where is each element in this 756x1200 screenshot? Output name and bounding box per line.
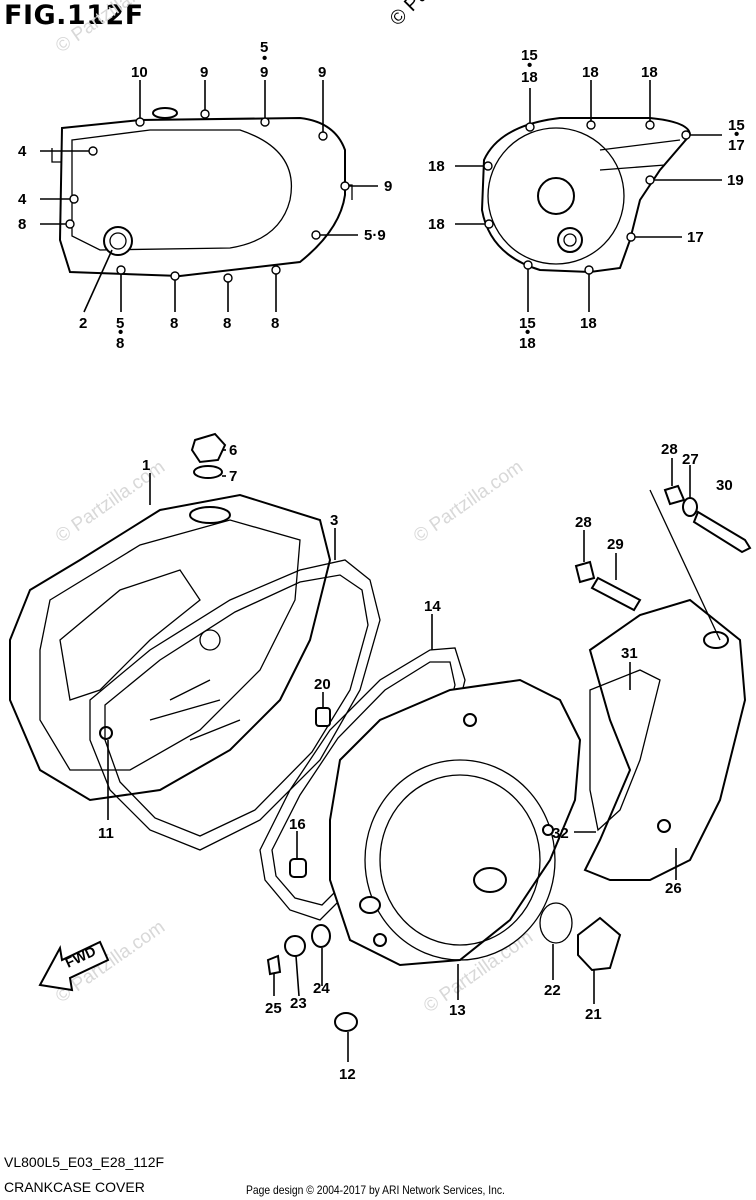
part-21-cap (577, 916, 622, 972)
part-16-dowel (289, 858, 307, 878)
left-cover-leaders (40, 80, 378, 313)
callout-27: 27 (682, 451, 699, 468)
part-3-gasket (89, 559, 381, 851)
callout-18e: 18 (428, 216, 445, 233)
right-cover-bolts (483, 120, 691, 275)
left-cover-labels: 10 9 5 • 9 9 4 4 8 9 5·9 2 5 • 8 8 8 8 (18, 39, 392, 352)
part-22-oring (539, 902, 573, 944)
callout-18c: 18 (641, 64, 658, 81)
figure-name: CRANKCASE COVER (4, 1179, 145, 1195)
callout-7: 7 (229, 468, 237, 485)
callout-8a: 8 (18, 216, 26, 233)
part-28-nut-a (663, 484, 686, 506)
callout-28b: 28 (575, 514, 592, 531)
fwd-arrow: FWD (38, 940, 110, 992)
page-credit: Page design © 2004-2017 by ARI Network S… (246, 1183, 505, 1197)
callout-5-9: 5·9 (364, 227, 386, 244)
callout-18b: 18 (582, 64, 599, 81)
callout-20: 20 (314, 676, 331, 693)
right-cover-outline (480, 117, 692, 274)
callout-17a: 17 (728, 137, 745, 154)
left-cover-bolts (65, 109, 350, 283)
callout-15c: 15 (519, 315, 536, 332)
callout-18g: 18 (580, 315, 597, 332)
part-6-plug (190, 432, 227, 479)
callout-32: 32 (552, 825, 569, 842)
callout-4a: 4 (18, 143, 27, 160)
part-26-outer-cover (583, 598, 747, 881)
callout-13: 13 (449, 1002, 466, 1019)
callout-23: 23 (290, 995, 307, 1012)
part-20-dowel (315, 707, 331, 727)
svg-text:•: • (525, 324, 530, 341)
part-12-plug (334, 1012, 358, 1032)
part-23-bolt (284, 935, 306, 957)
part-29-spacer (590, 576, 642, 612)
part-13-crankcase-cover-right (329, 678, 582, 967)
callout-9c: 9 (318, 64, 326, 81)
callout-16: 16 (289, 816, 306, 833)
callout-21: 21 (585, 1006, 602, 1023)
figure-title: FIG.112F (4, 0, 144, 31)
svg-text:•: • (262, 50, 267, 67)
part-30-bolt (692, 510, 752, 554)
exploded-leaders (107, 449, 721, 1062)
part-25-plug (266, 954, 282, 976)
callout-15a: 15 (521, 47, 538, 64)
svg-text:•: • (734, 126, 739, 143)
callout-2: 2 (79, 315, 87, 332)
right-cover-leaders (455, 80, 722, 312)
callout-12: 12 (339, 1066, 356, 1083)
callout-3: 3 (330, 512, 338, 529)
right-cover-labels: 15 • 18 18 18 18 18 15 • 17 19 17 15 • 1… (428, 47, 745, 352)
callout-1: 1 (142, 457, 150, 474)
callout-31: 31 (621, 645, 638, 662)
callout-5a: 5 (260, 39, 268, 56)
part-28-nut-b (574, 560, 596, 584)
callout-9b: 9 (260, 64, 268, 81)
callout-28a: 28 (661, 441, 678, 458)
exploded-labels: 1 6 7 3 14 20 11 16 25 23 24 12 13 22 21… (98, 441, 733, 1083)
callout-18a: 18 (521, 69, 538, 86)
callout-4b: 4 (18, 191, 27, 208)
callout-6: 6 (229, 442, 237, 459)
part-27-washer (682, 497, 698, 517)
callout-8e: 8 (271, 315, 279, 332)
callout-10: 10 (131, 64, 148, 81)
callout-24: 24 (313, 980, 330, 997)
callout-19: 19 (727, 172, 744, 189)
callout-15b: 15 (728, 117, 745, 134)
callout-9a: 9 (200, 64, 208, 81)
callout-14: 14 (424, 598, 441, 615)
callout-30: 30 (716, 477, 733, 494)
left-cover-outline (51, 107, 353, 278)
callout-25: 25 (265, 1000, 282, 1017)
callout-18d: 18 (428, 158, 445, 175)
part-24-washer (311, 924, 331, 948)
callout-5b: 5 (116, 315, 124, 332)
callout-17b: 17 (687, 229, 704, 246)
svg-text:•: • (118, 324, 123, 341)
figure-code: VL800L5_E03_E28_112F (4, 1154, 165, 1170)
callout-8c: 8 (170, 315, 178, 332)
part-1-crankcase-cover-left (9, 493, 332, 802)
callout-11: 11 (98, 825, 114, 842)
callout-18f: 18 (519, 335, 536, 352)
callout-26: 26 (665, 880, 682, 897)
callout-29: 29 (607, 536, 624, 553)
svg-text:•: • (527, 57, 532, 74)
callout-9d: 9 (384, 178, 392, 195)
callout-22: 22 (544, 982, 561, 999)
part-small-items (266, 484, 752, 1032)
callout-8d: 8 (223, 315, 231, 332)
callout-8b: 8 (116, 335, 124, 352)
